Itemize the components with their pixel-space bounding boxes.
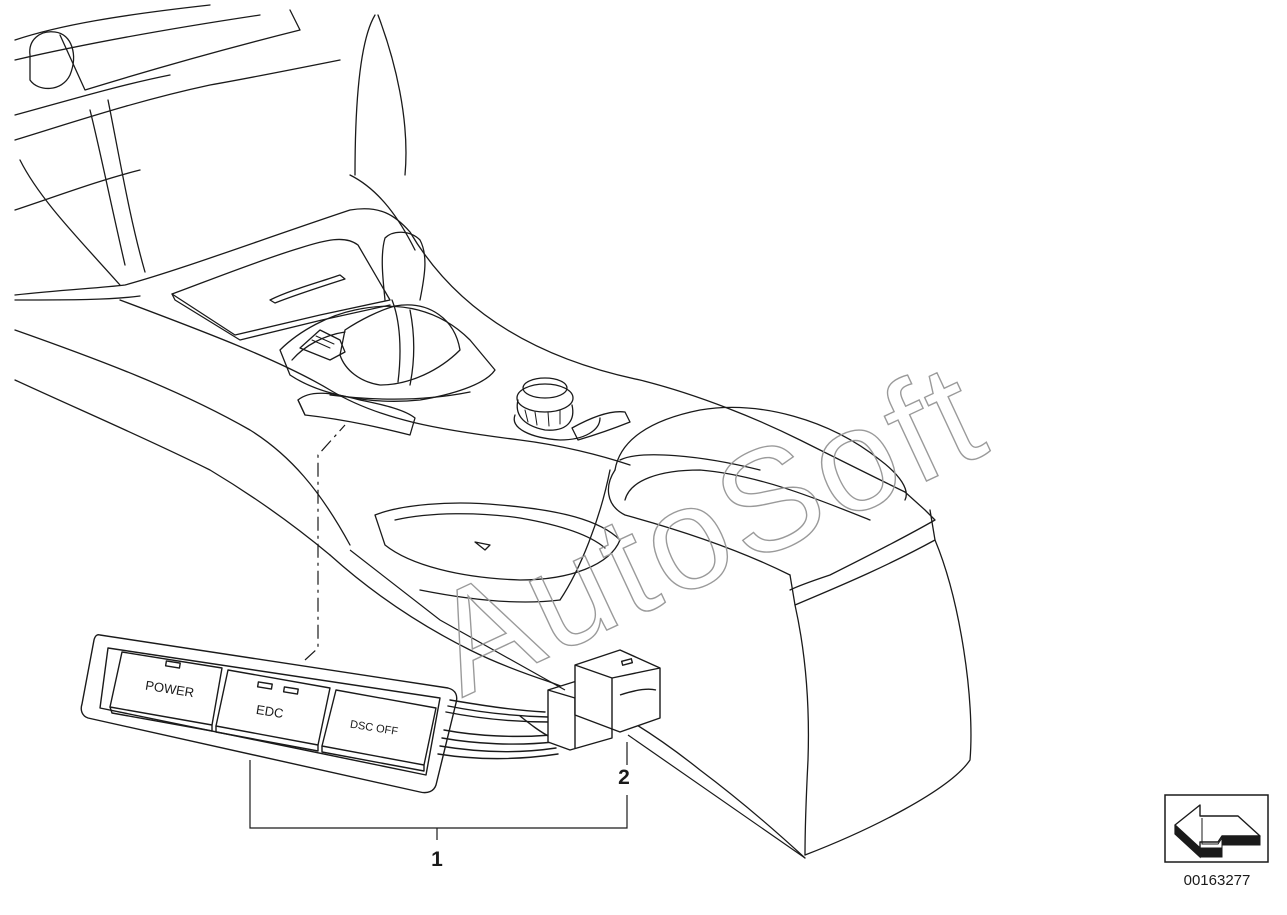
power-indicator-led: [164, 660, 181, 669]
edc-label: EDC: [255, 702, 284, 721]
watermark: AutoSoft: [406, 330, 1009, 727]
callout-numbers: 1 2: [431, 766, 630, 871]
orientation-arrow-icon: [1164, 794, 1269, 863]
leader-lines: [249, 424, 806, 859]
center-console: [14, 4, 972, 859]
connector: [547, 649, 661, 751]
watermark-text: AutoSoft: [407, 330, 1009, 725]
switch-panel: [80, 634, 559, 794]
power-label: POWER: [144, 678, 195, 701]
callout-1: 1: [431, 848, 443, 871]
edc-indicator-led-2: [282, 686, 299, 695]
callout-2: 2: [618, 766, 630, 789]
image-number: 00163277: [1184, 872, 1251, 889]
edc-indicator-led-1: [256, 681, 273, 690]
dsc-label: DSC OFF: [349, 719, 399, 738]
